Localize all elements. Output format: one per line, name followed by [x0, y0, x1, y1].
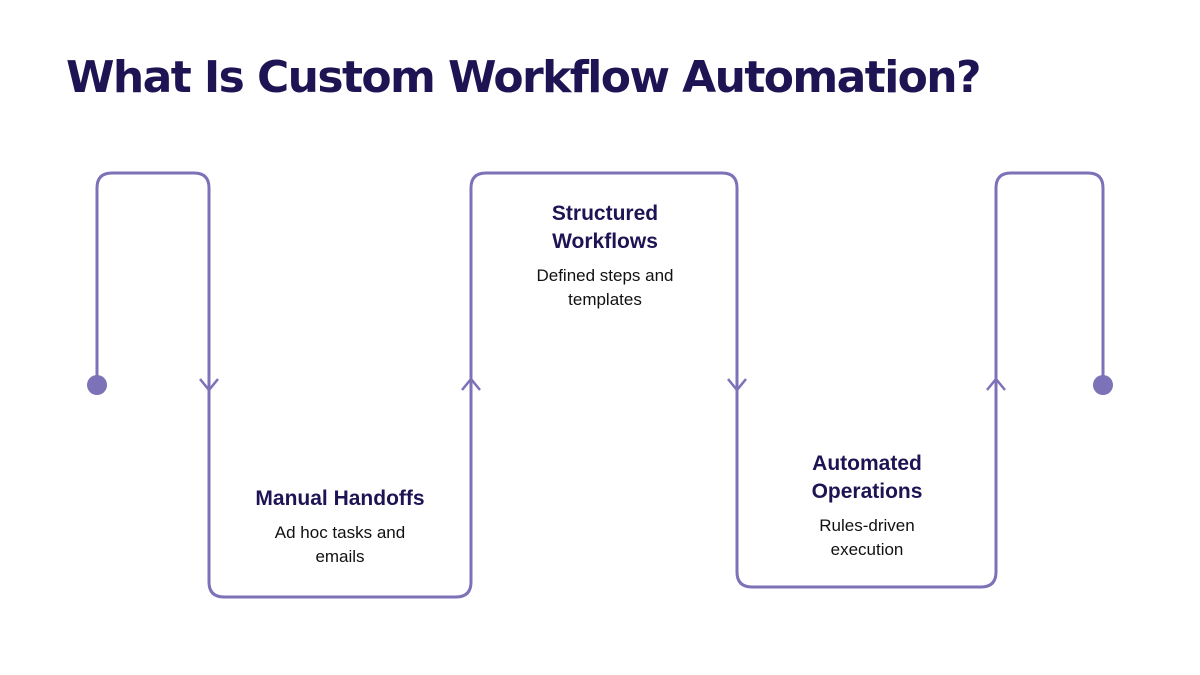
stage-title: Structured Workflows [551, 202, 659, 253]
stage-title: Manual Handoffs [255, 487, 425, 510]
end-dot [1093, 375, 1113, 395]
stage-description: Rules-driven execution [819, 516, 915, 559]
stage-manual-handoffs: Manual Handoffs Ad hoc tasks and emails [230, 485, 450, 569]
stage-automated-operations: Automated Operations Rules-driven execut… [762, 450, 972, 562]
down-arrow-icon [727, 378, 747, 392]
start-dot [87, 375, 107, 395]
down-arrow-icon [199, 378, 219, 392]
stage-description: Defined steps and templates [536, 266, 674, 309]
stage-structured-workflows: Structured Workflows Defined steps and t… [500, 200, 710, 312]
stage-description: Ad hoc tasks and emails [274, 523, 406, 566]
page-title: What Is Custom Workflow Automation? [66, 52, 982, 103]
flow-path-line [95, 171, 1105, 599]
up-arrow-icon [461, 377, 481, 391]
up-arrow-icon [986, 377, 1006, 391]
stage-title: Automated Operations [811, 452, 923, 503]
